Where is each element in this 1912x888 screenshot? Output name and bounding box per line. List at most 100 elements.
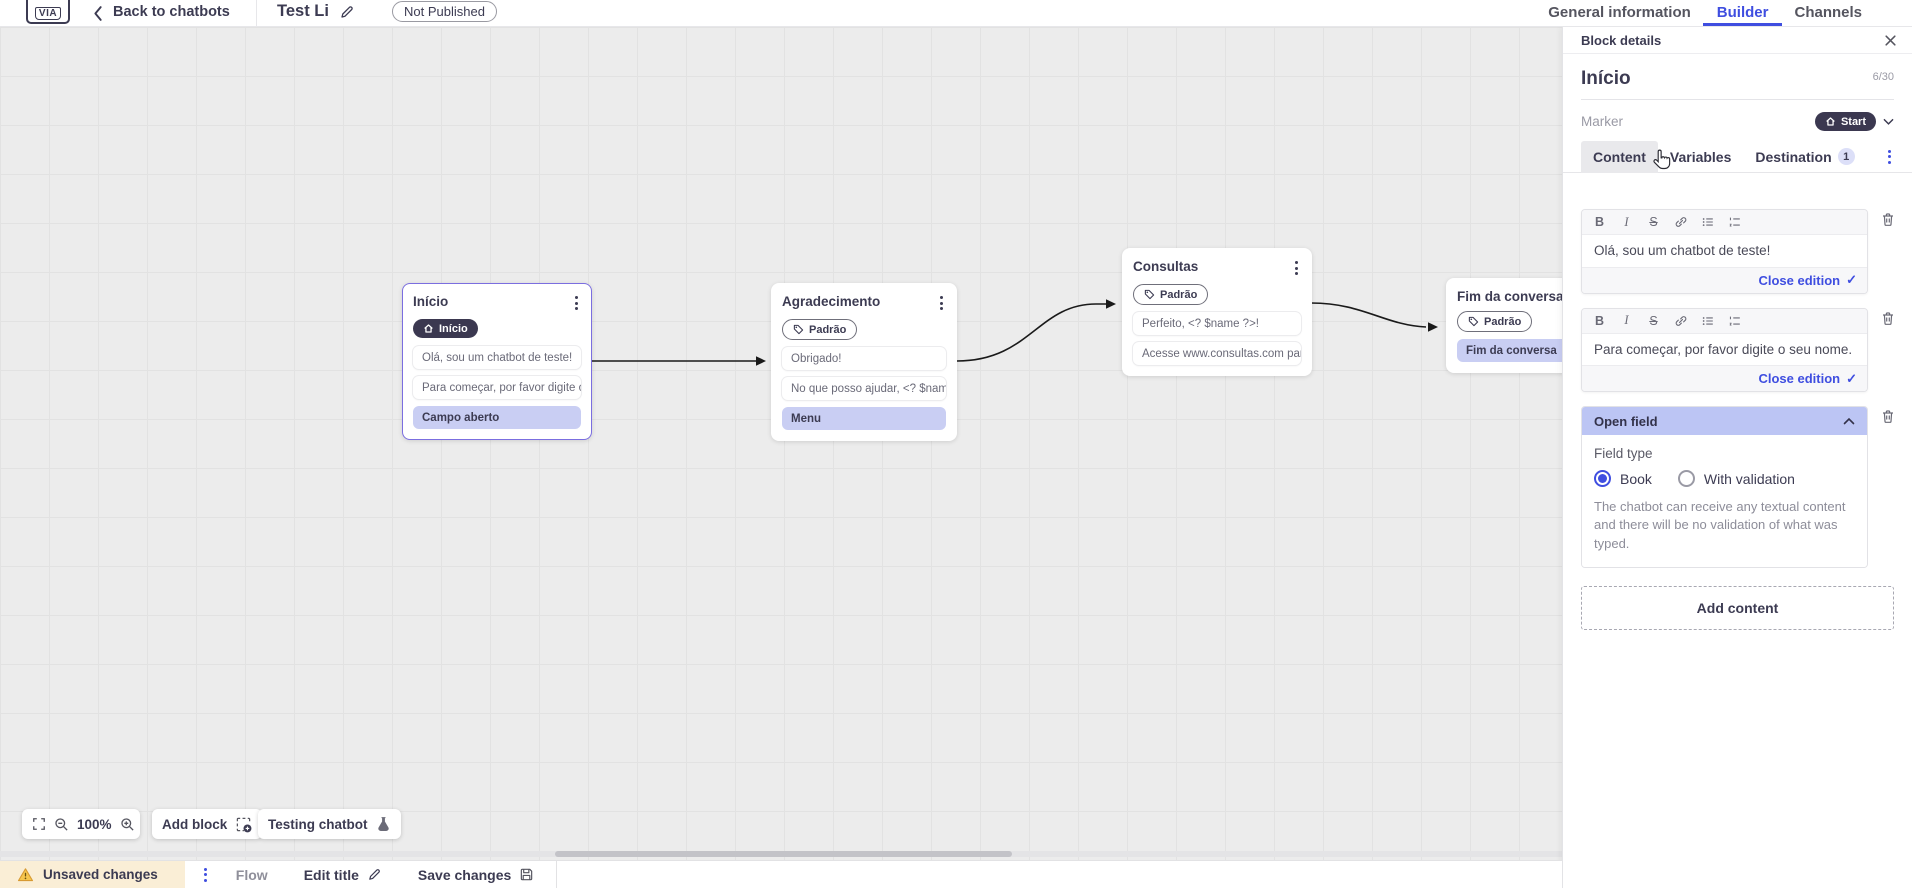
back-to-chatbots-link[interactable]: Back to chatbots	[113, 4, 230, 20]
content-editor: B I S Para começar, por favor digite o s…	[1581, 307, 1898, 393]
panel-tabs-menu-icon[interactable]	[1885, 148, 1894, 166]
zoom-toolbar: 100%	[22, 809, 140, 839]
block-details-panel: Block details 6/30 Marker Start Content …	[1562, 27, 1912, 888]
edit-title-pencil-icon[interactable]	[339, 4, 355, 20]
block-message-row[interactable]: Acesse www.consultas.com par...	[1133, 342, 1301, 365]
block-message-row[interactable]: No que posso ajudar, <? $name ...	[782, 377, 946, 400]
unsaved-changes-indicator: Unsaved changes	[0, 861, 185, 888]
link-icon[interactable]	[1667, 215, 1694, 229]
bold-icon[interactable]: B	[1594, 215, 1605, 229]
flow-block-consultas[interactable]: Consultas Padrão Perfeito, <? $name ?>! …	[1122, 248, 1312, 376]
block-menu-icon[interactable]	[1292, 259, 1301, 277]
close-panel-icon[interactable]	[1884, 34, 1897, 47]
publish-status-badge: Not Published	[392, 1, 497, 22]
strikethrough-icon[interactable]: S	[1649, 215, 1658, 229]
delete-content-icon[interactable]	[1880, 209, 1898, 228]
open-field-section: Open field Field type Book With validati…	[1581, 406, 1898, 568]
open-field-description: The chatbot can receive any textual cont…	[1594, 499, 1846, 551]
bullet-list-icon[interactable]	[1694, 215, 1721, 229]
panel-title: Block details	[1581, 32, 1662, 48]
block-menu-icon[interactable]	[937, 294, 946, 312]
flow-block-fim-da-conversa[interactable]: Fim da conversa Padrão Fim da conversa	[1446, 278, 1562, 373]
delete-content-icon[interactable]	[1880, 308, 1898, 327]
flow-block-agradecimento[interactable]: Agradecimento Padrão Obrigado! No que po…	[771, 283, 957, 441]
chevron-down-icon[interactable]	[1883, 118, 1894, 126]
block-title: Agradecimento	[782, 294, 881, 309]
editor-text[interactable]: Para começar, por favor digite o seu nom…	[1582, 333, 1867, 366]
add-block-label: Add block	[162, 816, 228, 832]
tab-general-information[interactable]: General information	[1548, 4, 1691, 21]
editor-text[interactable]: Olá, sou um chatbot de teste!	[1582, 235, 1867, 267]
flow-connectors	[592, 299, 1438, 366]
destination-count-badge: 1	[1837, 148, 1855, 165]
zoom-in-icon[interactable]	[120, 817, 135, 832]
zoom-level: 100%	[77, 816, 112, 832]
editor-toolbar: B I S	[1582, 210, 1867, 235]
block-action-row[interactable]: Menu	[782, 407, 946, 430]
close-edition-button[interactable]: Close edition ✓	[1582, 266, 1867, 293]
tag-icon	[793, 324, 804, 335]
italic-icon[interactable]: I	[1624, 313, 1629, 328]
back-chevron-icon[interactable]	[92, 5, 103, 22]
tab-builder[interactable]: Builder	[1702, 0, 1783, 26]
app-logo-icon[interactable]: VIA	[26, 0, 70, 24]
block-name-input[interactable]	[1581, 68, 1811, 90]
editor-toolbar: B I S	[1582, 308, 1867, 334]
header-divider	[256, 0, 257, 26]
block-message-row[interactable]: Obrigado!	[782, 347, 946, 370]
check-icon: ✓	[1846, 272, 1857, 288]
tab-destination[interactable]: Destination 1	[1743, 141, 1866, 173]
statusbar-menu-icon[interactable]	[201, 866, 210, 884]
block-message-row[interactable]: Olá, sou um chatbot de teste!	[413, 346, 581, 369]
numbered-list-icon[interactable]	[1721, 215, 1748, 229]
testing-chatbot-label: Testing chatbot	[268, 816, 368, 832]
italic-icon[interactable]: I	[1624, 214, 1629, 229]
block-marker-start: Início	[413, 319, 478, 338]
block-action-row[interactable]: Campo aberto	[413, 406, 581, 429]
block-message-row[interactable]: Perfeito, <? $name ?>!	[1133, 312, 1301, 335]
save-icon	[521, 868, 533, 881]
flask-icon	[376, 816, 391, 832]
save-changes-button[interactable]: Save changes	[418, 867, 534, 883]
add-content-button[interactable]: Add content	[1581, 585, 1894, 630]
edit-title-button[interactable]: Edit title	[304, 867, 382, 883]
flow-block-inicio[interactable]: Início Início Olá, sou um chatbot de tes…	[402, 283, 592, 440]
delete-open-field-icon[interactable]	[1880, 406, 1898, 425]
radio-unselected-icon	[1677, 470, 1695, 488]
block-message-row[interactable]: Para começar, por favor digite o ...	[413, 376, 581, 399]
flow-label[interactable]: Flow	[235, 866, 268, 883]
block-title: Consultas	[1133, 259, 1199, 274]
block-action-row[interactable]: Fim da conversa	[1457, 339, 1562, 362]
flow-canvas[interactable]: Início Início Olá, sou um chatbot de tes…	[0, 27, 1562, 860]
unsaved-changes-label: Unsaved changes	[43, 867, 158, 882]
tab-channels[interactable]: Channels	[1794, 4, 1862, 21]
marker-start-pill[interactable]: Start	[1814, 112, 1876, 131]
link-icon[interactable]	[1667, 314, 1694, 328]
radio-book[interactable]: Book	[1594, 470, 1652, 488]
open-field-header[interactable]: Open field	[1582, 407, 1867, 436]
field-type-label: Field type	[1594, 446, 1653, 462]
block-title: Início	[413, 294, 449, 309]
tab-variables[interactable]: Variables	[1669, 148, 1732, 165]
add-block-button[interactable]: Add block	[152, 809, 263, 839]
tab-content[interactable]: Content	[1581, 140, 1658, 173]
numbered-list-icon[interactable]	[1721, 314, 1748, 328]
bullet-list-icon[interactable]	[1694, 314, 1721, 328]
block-marker-default: Padrão	[1457, 311, 1533, 332]
strikethrough-icon[interactable]: S	[1649, 313, 1658, 328]
marker-label: Marker	[1581, 114, 1624, 129]
tag-icon	[1468, 316, 1479, 327]
block-menu-icon[interactable]	[572, 294, 581, 312]
zoom-out-icon[interactable]	[54, 817, 69, 832]
bold-icon[interactable]: B	[1594, 313, 1605, 328]
home-icon	[1826, 117, 1835, 126]
horizontal-scrollbar-thumb[interactable]	[555, 851, 1012, 857]
testing-chatbot-button[interactable]: Testing chatbot	[258, 809, 401, 839]
fullscreen-icon[interactable]	[32, 817, 46, 831]
radio-with-validation[interactable]: With validation	[1677, 470, 1795, 488]
char-counter: 6/30	[1872, 71, 1894, 83]
close-edition-button[interactable]: Close edition ✓	[1582, 365, 1867, 392]
radio-selected-icon	[1594, 470, 1611, 488]
logo-text: VIA	[34, 7, 62, 20]
